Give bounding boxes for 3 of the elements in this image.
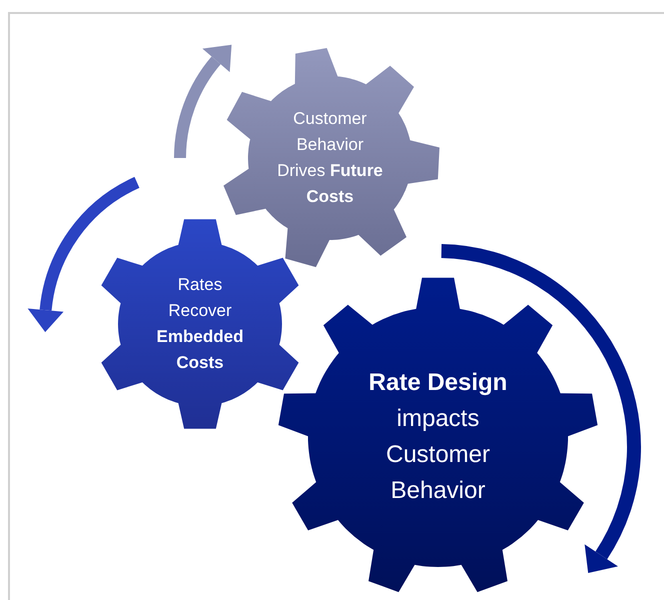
gear-label: Customer Behavior Drives Future Costs xyxy=(276,108,384,208)
gear-label: Rates Recover Embedded Costs xyxy=(156,274,244,374)
gear-label: Rate Design impacts Customer Behavior xyxy=(368,368,508,506)
